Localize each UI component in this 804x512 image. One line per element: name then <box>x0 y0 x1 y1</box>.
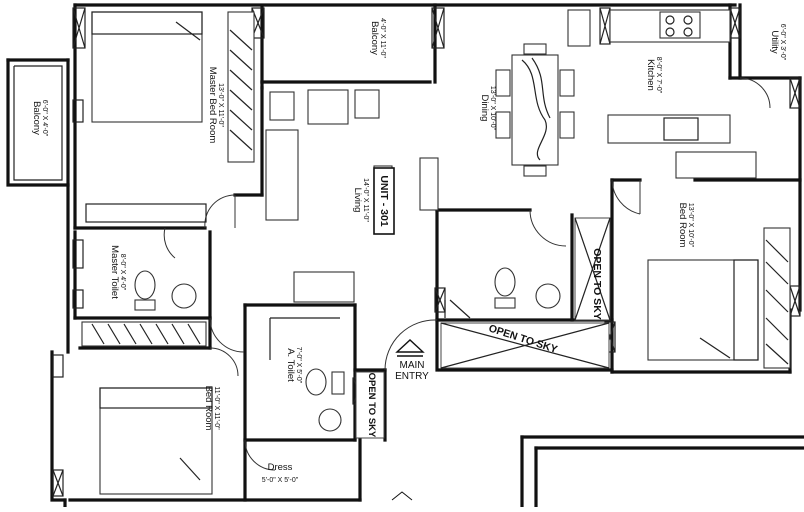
room-master-bed: Master Bed Room 13'-0" X 11'-0" <box>207 67 224 144</box>
svg-text:Living: Living <box>352 188 363 213</box>
room-utility: Utility 6'-0" X 3'-0" <box>769 24 786 61</box>
entry-arrow-icon <box>391 339 425 501</box>
main-entry-label: MAIN ENTRY <box>395 360 429 382</box>
svg-text:6'-0" X 3'-0": 6'-0" X 3'-0" <box>779 24 786 61</box>
room-dining: Dining 13'-0" X 10'-0" <box>479 86 496 131</box>
svg-text:13'-0" X 10'-0": 13'-0" X 10'-0" <box>687 203 694 248</box>
room-labels: Balcony 6'-0" X 4'-0" Master Bed Room 13… <box>31 18 786 484</box>
svg-text:Kitchen: Kitchen <box>645 59 656 91</box>
svg-text:A. Toilet: A. Toilet <box>285 348 296 382</box>
door-swings <box>163 77 771 471</box>
left-bed <box>99 387 213 495</box>
unit-label: UNIT - 301 <box>378 175 390 227</box>
open-to-sky-label-small: OPEN TO SKY <box>366 373 377 438</box>
svg-text:4'-0" X 11'-0": 4'-0" X 11'-0" <box>379 18 386 58</box>
kitchen-fixtures <box>567 9 757 179</box>
room-a-toilet: A. Toilet 7'-0" X 5'-0" <box>285 347 302 384</box>
room-kitchen: Kitchen 8'-0" X 7'-0" <box>645 57 662 94</box>
svg-text:5'-0" X 5'-0": 5'-0" X 5'-0" <box>262 477 299 484</box>
svg-text:14'-0" X 11'-0": 14'-0" X 11'-0" <box>362 178 369 222</box>
living-furniture <box>265 89 439 303</box>
svg-text:11'-0" X 11'-0": 11'-0" X 11'-0" <box>213 386 220 430</box>
toilet-fixtures <box>134 267 561 432</box>
svg-text:7'-0" X 5'-0": 7'-0" X 5'-0" <box>295 347 302 384</box>
dining-set <box>495 43 575 177</box>
svg-text:8'-0" X 7'-0": 8'-0" X 7'-0" <box>655 57 662 94</box>
svg-text:6'-0" X 4'-0": 6'-0" X 4'-0" <box>41 100 48 137</box>
room-bed-left: Bed Room 11'-0" X 11'-0" <box>203 386 220 431</box>
unit-label-box <box>373 167 395 235</box>
svg-text:Master Toilet: Master Toilet <box>109 245 120 299</box>
svg-text:13'-0" X 11'-0": 13'-0" X 11'-0" <box>217 83 224 127</box>
room-balcony-top: Balcony 4'-0" X 11'-0" <box>369 18 386 58</box>
svg-text:Bed Room: Bed Room <box>203 386 214 431</box>
room-balcony-left: Balcony 6'-0" X 4'-0" <box>31 100 48 137</box>
room-master-toilet: Master Toilet 8'-0" X 4'-0" <box>109 245 126 299</box>
room-bed-right: Bed Room 13'-0" X 10'-0" <box>677 203 694 248</box>
svg-text:Master Bed Room: Master Bed Room <box>207 67 218 144</box>
right-bed <box>647 259 759 361</box>
main-entry-label-box: MAIN ENTRY <box>395 360 429 382</box>
svg-text:8'-0" X 4'-0": 8'-0" X 4'-0" <box>119 254 126 291</box>
svg-text:Dining: Dining <box>479 95 490 122</box>
svg-text:Bed Room: Bed Room <box>677 203 688 248</box>
beds <box>85 11 759 495</box>
open-to-sky-zones <box>355 217 611 439</box>
room-dress: Dress 5'-0" X 5'-0" <box>262 462 299 484</box>
room-living: Living 14'-0" X 11'-0" <box>352 178 369 222</box>
svg-text:Utility: Utility <box>769 30 780 53</box>
wardrobes <box>81 11 791 369</box>
svg-text:Dress: Dress <box>268 462 293 473</box>
svg-text:13'-0" X 10'-0": 13'-0" X 10'-0" <box>489 86 496 131</box>
svg-text:Balcony: Balcony <box>31 101 42 135</box>
svg-text:Balcony: Balcony <box>369 21 380 55</box>
open-to-sky-label-right: OPEN TO SKY <box>591 248 603 320</box>
